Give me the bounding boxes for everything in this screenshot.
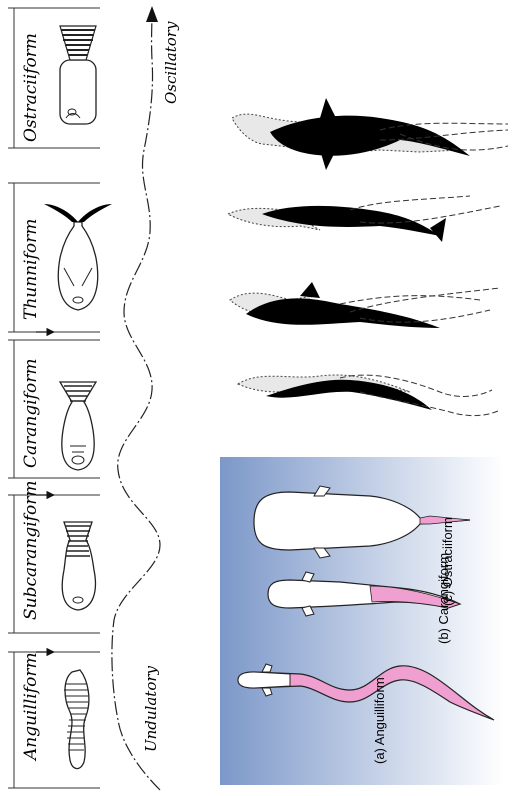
sequence-thunniform xyxy=(228,196,500,242)
sequence-anguilliform xyxy=(238,375,500,416)
mode-label-carangiform: Carangiform xyxy=(21,359,41,468)
oscillatory-label: Oscillatory xyxy=(162,21,180,104)
sequence-ostraciiform xyxy=(232,98,508,170)
motion-sequences xyxy=(228,98,508,416)
carangiform-fish-icon xyxy=(60,382,96,470)
mode-label-anguilliform: Anguilliform xyxy=(21,652,41,762)
mode-column: Anguilliform Subcarangiform Carangiform … xyxy=(8,8,112,788)
undulatory-label: Undulatory xyxy=(142,665,160,752)
anguilliform-fish-icon xyxy=(64,670,89,769)
mode-label-ostraciiform: Ostraciiform xyxy=(21,33,41,142)
sequence-carangiform xyxy=(230,282,500,328)
spectrum-axis: Undulatory Oscillatory xyxy=(112,6,180,790)
mode-label-subcarangiform: Subcarangiform xyxy=(21,481,41,620)
ostraciiform-fish-icon xyxy=(60,26,96,124)
inset-caption-anguilliform: (a) Anguilliform xyxy=(372,677,387,764)
thunniform-fish-icon xyxy=(44,204,112,310)
inset-caption-ostraciiform: (c) Ostraciiform xyxy=(440,517,455,606)
subcarangiform-fish-icon xyxy=(62,522,95,610)
mode-label-thunniform: Thunniform xyxy=(21,219,41,320)
inset-panel: (a) Anguilliform (b) Carangiform (c) Ost… xyxy=(220,457,504,785)
